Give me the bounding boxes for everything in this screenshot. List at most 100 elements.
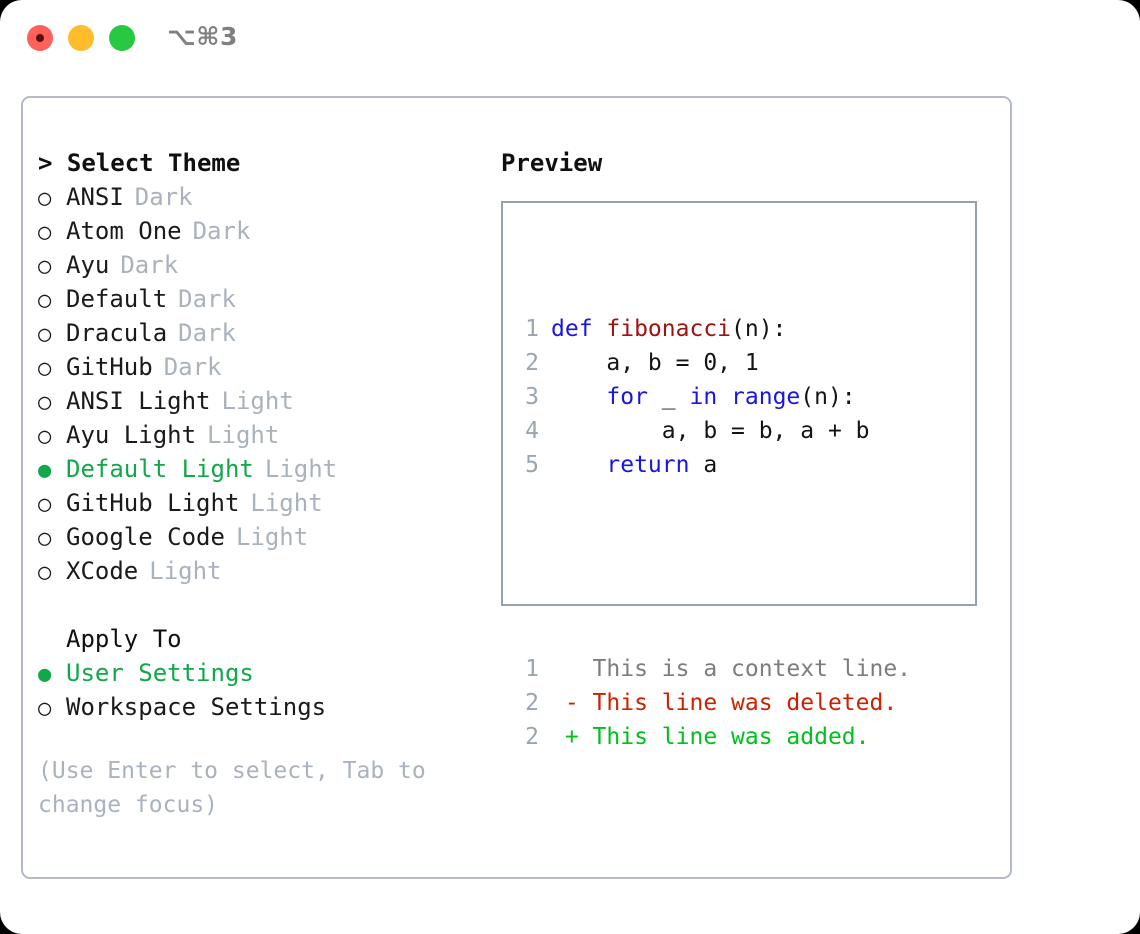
- line-number: 2: [525, 350, 539, 376]
- theme-option-ansi-light[interactable]: ○ ANSI Light Light: [38, 384, 493, 418]
- token-del: - This line was deleted.: [551, 690, 898, 716]
- theme-option-label: GitHub Light: [66, 489, 240, 517]
- diff-line: 2 - This line was deleted.: [515, 686, 911, 720]
- line-content: a, b = 0, 1: [551, 346, 759, 380]
- line-content: + This line was added.: [551, 720, 870, 754]
- apply-to-header: Apply To: [66, 625, 182, 653]
- apply-to-option-workspace-settings[interactable]: ○Workspace Settings: [38, 690, 493, 724]
- theme-option-ayu[interactable]: ○ Ayu Dark: [38, 248, 493, 282]
- theme-option-label: Google Code: [66, 523, 225, 551]
- theme-option-variant: Dark: [163, 353, 222, 381]
- theme-option-github-light[interactable]: ○ GitHub Light Light: [38, 486, 493, 520]
- line-content: def fibonacci(n):: [551, 312, 786, 346]
- token-plain: a, b = 0, 1: [551, 350, 759, 376]
- radio-unselected-icon: ○: [38, 560, 52, 585]
- token-kw: for: [551, 384, 648, 410]
- radio-unselected-icon: ○: [38, 254, 52, 279]
- preview-title: Preview: [501, 149, 603, 177]
- close-window-button[interactable]: [27, 25, 53, 51]
- theme-option-xcode[interactable]: ○ XCode Light: [38, 554, 493, 588]
- code-line: 5 return a: [515, 448, 911, 482]
- theme-option-github[interactable]: ○ GitHub Dark: [38, 350, 493, 384]
- radio-selected-icon: ●: [38, 458, 52, 483]
- traffic-light-group: [27, 25, 135, 51]
- theme-option-label: Default: [66, 285, 168, 313]
- theme-option-label: XCode: [66, 557, 139, 585]
- theme-option-variant: Light: [207, 421, 280, 449]
- token-kw: in range: [689, 384, 801, 410]
- token-add: + This line was added.: [551, 724, 870, 750]
- token-fn: fibonacci: [606, 316, 732, 342]
- token-kw: def: [551, 316, 607, 342]
- minimize-window-button[interactable]: [68, 25, 94, 51]
- line-number: 1: [525, 316, 539, 342]
- window-title: ⌥⌘3: [167, 22, 238, 51]
- apply-to-option-user-settings[interactable]: ● User Settings: [38, 656, 493, 690]
- line-content: a, b = b, a + b: [551, 414, 870, 448]
- radio-unselected-icon: ○: [38, 322, 52, 347]
- radio-unselected-icon: ○: [38, 424, 52, 449]
- token-plain: a: [689, 452, 718, 478]
- apply-to-option-label: User Settings: [66, 659, 254, 687]
- theme-option-label: Ayu: [66, 251, 110, 279]
- theme-option-variant: Light: [221, 387, 294, 415]
- line-number: 4: [525, 418, 539, 444]
- diff-line: 2 + This line was added.: [515, 720, 911, 754]
- line-content: This is a context line.: [551, 652, 912, 686]
- title-bar: ⌥⌘3: [0, 0, 1140, 78]
- diff-sample-lines: 1 This is a context line. 2 - This line w…: [515, 652, 911, 754]
- line-content: for _ in range(n):: [551, 380, 856, 414]
- token-plain: _: [647, 384, 690, 410]
- line-number: 2: [525, 724, 539, 750]
- theme-option-default[interactable]: ○ Default Dark: [38, 282, 493, 316]
- theme-option-variant: Light: [149, 557, 222, 585]
- code-line: 4 a, b = b, a + b: [515, 414, 911, 448]
- radio-unselected-icon: ○: [38, 526, 52, 551]
- code-line: 3 for _ in range(n):: [515, 380, 911, 414]
- theme-option-label: GitHub: [66, 353, 153, 381]
- theme-option-variant: Light: [235, 523, 309, 551]
- radio-unselected-icon: ○: [38, 288, 52, 313]
- theme-option-variant: Dark: [120, 251, 179, 279]
- code-blank-line: [515, 550, 911, 584]
- token-context: This is a context line.: [551, 656, 912, 682]
- code-line: 2 a, b = 0, 1: [515, 346, 911, 380]
- theme-option-google-code[interactable]: ○ Google Code Light: [38, 520, 493, 554]
- apply-to-option-list: ● User Settings ○Workspace Settings: [38, 656, 493, 724]
- theme-option-variant: Dark: [178, 319, 236, 347]
- keyboard-hint-text: (Use Enter to select, Tab to change focu…: [38, 758, 426, 818]
- list-spacer: [38, 588, 493, 622]
- maximize-window-button[interactable]: [109, 25, 135, 51]
- theme-option-label: ANSI Light: [66, 387, 211, 415]
- radio-unselected-icon: ○: [38, 356, 52, 381]
- theme-option-variant: Light: [250, 489, 323, 517]
- select-theme-header: > Select Theme: [38, 149, 241, 177]
- theme-option-variant: Dark: [178, 285, 236, 313]
- line-content: return a: [551, 448, 717, 482]
- theme-option-label: Atom One: [66, 217, 182, 245]
- code-line: 1 def fibonacci(n):: [515, 312, 911, 346]
- token-plain: (n):: [800, 384, 856, 410]
- line-number: 3: [525, 384, 539, 410]
- radio-unselected-icon: ○: [38, 186, 52, 211]
- radio-selected-icon: ●: [38, 662, 52, 687]
- radio-unselected-icon: ○: [38, 696, 52, 721]
- line-content: - This line was deleted.: [551, 686, 897, 720]
- radio-unselected-icon: ○: [38, 492, 52, 517]
- line-number: 1: [525, 656, 539, 682]
- theme-option-label: Default Light: [66, 455, 254, 483]
- radio-unselected-icon: ○: [38, 390, 52, 415]
- theme-option-variant: Light: [264, 455, 338, 483]
- theme-option-default-light[interactable]: ● Default Light Light: [38, 452, 493, 486]
